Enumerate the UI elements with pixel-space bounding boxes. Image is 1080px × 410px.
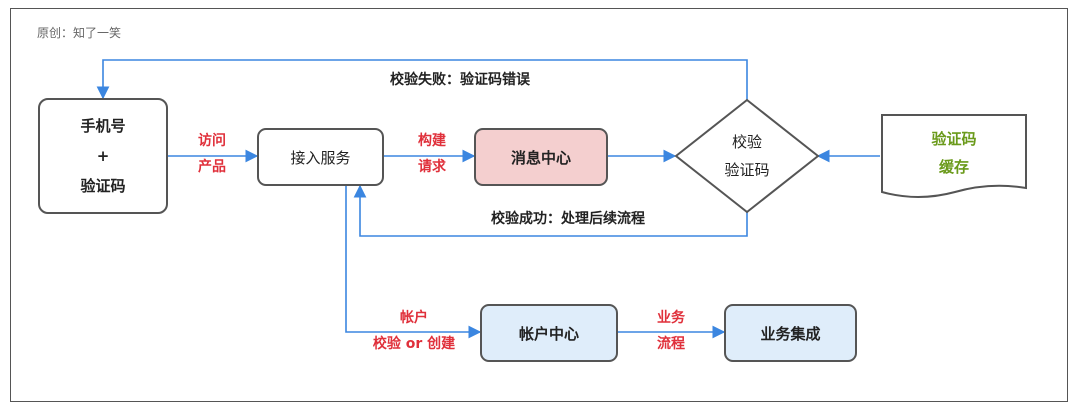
label-account-line2: 校验 or 创建 xyxy=(372,336,456,352)
node-phone-line2: + xyxy=(96,147,110,165)
node-verify-code: 校验 验证码 xyxy=(690,126,804,186)
label-business-flow: 业务 流程 xyxy=(643,305,699,357)
label-biz-line1: 业务 xyxy=(657,310,685,326)
node-cache-line2: 缓存 xyxy=(938,158,969,176)
label-verify-fail: 校验失败：验证码错误 xyxy=(390,72,530,88)
label-visit-line1: 访问 xyxy=(198,133,226,149)
node-account-center: 帐户中心 xyxy=(480,304,618,362)
node-access-label: 接入服务 xyxy=(290,148,351,167)
node-phone-line1: 手机号 xyxy=(80,117,126,135)
label-account-check: 帐户 校验 or 创建 xyxy=(344,305,484,357)
label-build-request: 构建 请求 xyxy=(404,128,460,180)
edge-verify-success-to-access xyxy=(353,184,748,237)
edge-verify-fail-to-phone xyxy=(96,59,748,100)
node-code-cache: 验证码 缓存 xyxy=(886,124,1022,182)
node-cache-line1: 验证码 xyxy=(931,130,977,148)
label-verify-success: 校验成功：处理后续流程 xyxy=(491,211,645,227)
node-business-label: 业务集成 xyxy=(760,324,821,343)
label-visit-line2: 产品 xyxy=(198,159,226,175)
node-account-label: 帐户中心 xyxy=(518,324,579,343)
edge-access-to-account xyxy=(345,186,482,339)
node-message-label: 消息中心 xyxy=(510,148,571,167)
node-verify-line2: 验证码 xyxy=(724,161,770,179)
node-phone-line3: 验证码 xyxy=(80,177,126,195)
label-account-line1: 帐户 xyxy=(400,310,428,326)
credit-text: 原创：知了一笑 xyxy=(37,26,122,40)
verify-diamond-shape xyxy=(674,98,820,214)
cache-document-shape xyxy=(881,114,1027,198)
node-access-service: 接入服务 xyxy=(257,128,384,186)
label-build-line1: 构建 xyxy=(418,133,446,149)
node-business-integration: 业务集成 xyxy=(724,304,857,362)
label-build-line2: 请求 xyxy=(418,159,446,175)
label-biz-line2: 流程 xyxy=(657,336,685,352)
node-message-center: 消息中心 xyxy=(474,128,608,186)
label-visit-product: 访问 产品 xyxy=(184,128,240,180)
node-phone-code: 手机号 + 验证码 xyxy=(38,98,168,214)
node-verify-line1: 校验 xyxy=(731,133,762,151)
